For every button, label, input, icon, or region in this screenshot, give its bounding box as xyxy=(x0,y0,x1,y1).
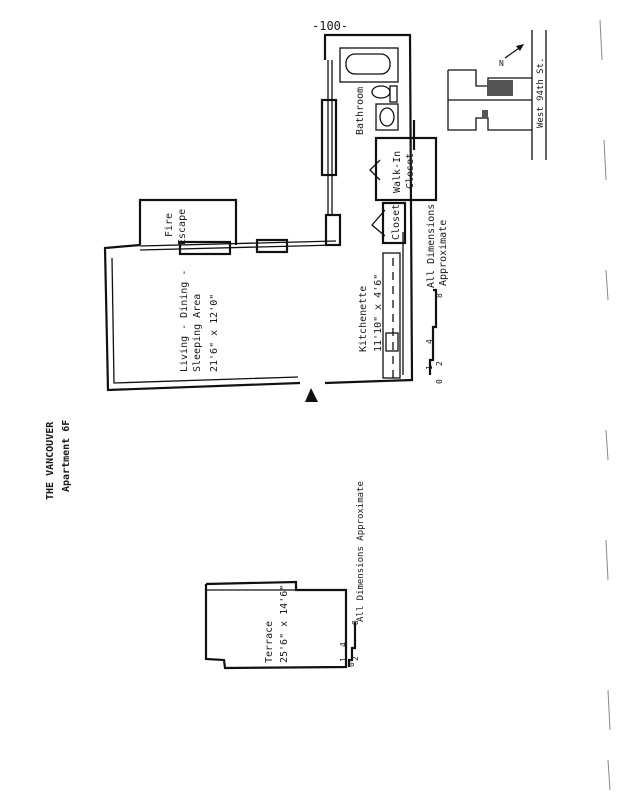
scale-tick: 2 xyxy=(435,361,444,366)
terrace: Terrace 25'6" x 14'6" 0 1 2 4 8 All Dime… xyxy=(204,481,366,670)
fire-escape-label-2: Escape xyxy=(177,209,188,245)
page-number: -100- xyxy=(312,19,348,33)
terrace-dimensions: 25'6" x 14'6" xyxy=(279,585,290,663)
window xyxy=(320,98,338,177)
walk-in-closet xyxy=(369,136,438,202)
window xyxy=(324,213,342,247)
dimensions-note: All Dimensions xyxy=(426,204,437,288)
kitchenette-dimensions: 11'10" x 4'6" xyxy=(373,274,384,352)
scale-tick: 4 xyxy=(425,339,434,344)
scale-tick: 2 xyxy=(351,656,360,661)
scale-tick: 0 xyxy=(435,379,444,384)
bathroom-fixtures xyxy=(339,47,399,131)
apartment-scale: 0 1 2 4 8 All Dimensions Approximate xyxy=(425,204,449,384)
scale-tick: 8 xyxy=(435,293,444,298)
living-dimensions: 21'6" x 12'0" xyxy=(209,294,220,372)
building-name: THE VANCOUVER xyxy=(45,421,56,500)
kitchenette-counter xyxy=(382,252,401,379)
scan-edge-marks xyxy=(599,19,611,791)
title-block: THE VANCOUVER Apartment 6F xyxy=(45,420,72,500)
entrance-marker xyxy=(305,388,318,402)
living-label: Living - Dining - xyxy=(179,270,190,372)
scale-tick: 0 xyxy=(347,662,356,667)
fire-escape-label: Fire xyxy=(164,213,175,237)
kitchenette-label: Kitchenette xyxy=(358,286,369,352)
window xyxy=(255,238,289,254)
scale-tick: 4 xyxy=(339,642,348,647)
terrace-dimensions-note: All Dimensions Approximate xyxy=(356,481,366,622)
street-name: West 94th St. xyxy=(536,58,546,128)
closet-label: Closet xyxy=(391,204,402,240)
closet xyxy=(371,201,407,245)
walk-in-closet-label-2: Closet xyxy=(405,153,416,189)
scale-tick: 1 xyxy=(339,657,348,662)
terrace-label: Terrace xyxy=(264,621,275,663)
north-label: N xyxy=(499,59,504,68)
apartment-walls xyxy=(103,33,416,392)
scale-tick: 1 xyxy=(425,365,434,370)
living-label-2: Sleeping Area xyxy=(192,294,203,372)
bathroom-label: Bathroom xyxy=(355,87,366,135)
walk-in-closet-label: Walk-In xyxy=(392,151,403,193)
scale-tick: 8 xyxy=(351,620,360,625)
apartment-number: Apartment 6F xyxy=(61,420,72,492)
window xyxy=(178,240,232,256)
apartment-location xyxy=(487,80,513,96)
dimensions-note-2: Approximate xyxy=(438,220,449,286)
site-plan: N West 94th St. xyxy=(447,30,547,160)
